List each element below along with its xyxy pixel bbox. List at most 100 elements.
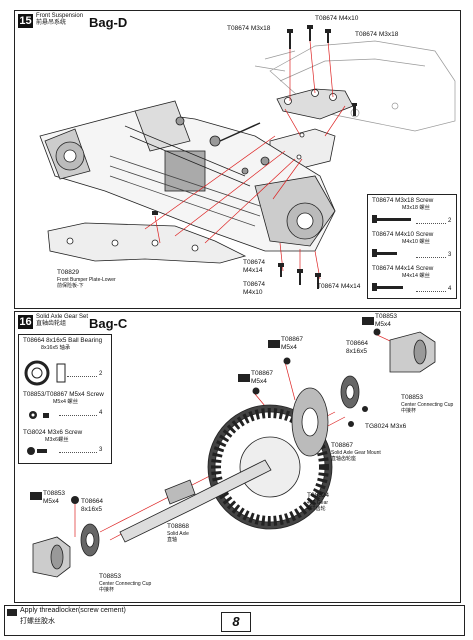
part-qty: 4 bbox=[448, 286, 452, 292]
page-number: 8 bbox=[221, 612, 251, 632]
part-name-cn: 8x16x5 轴承 bbox=[41, 345, 71, 351]
label-t08853-top: T08853 M5x4 bbox=[375, 313, 397, 329]
part-code: T08853 bbox=[43, 490, 66, 497]
part-qty: 3 bbox=[448, 252, 452, 258]
label-t08867-a: T08867 M5x4 bbox=[281, 336, 303, 352]
label-m4x14-a: T08674 M4x14 bbox=[243, 259, 265, 275]
part-row: T08853/T08867 M5x4 Screw M5x4 螺丝 bbox=[23, 391, 104, 406]
footer: Apply threadlocker(screw cement) 打螺丝胶水 8 bbox=[4, 605, 465, 636]
m4x14-a-size: M4x14 bbox=[243, 267, 263, 274]
step-title-cn: 直轴齿轮组 bbox=[36, 321, 67, 327]
label-m4x14-b: T08674 M4x14 bbox=[317, 283, 361, 290]
part-name-cn: M3x18 螺丝 bbox=[402, 205, 430, 211]
part-code: T08867 bbox=[331, 442, 354, 449]
threadlocker-icon bbox=[30, 492, 42, 500]
part-qty: 2 bbox=[448, 218, 452, 224]
part-name: T08853/T08867 M5x4 Screw bbox=[23, 391, 104, 398]
part-name-cn: 直轴 bbox=[167, 537, 178, 543]
part-name-en: Center Connecting Cup bbox=[99, 581, 152, 587]
step-title-en: Front Suspension bbox=[36, 13, 84, 19]
label-m3x18-right: T08674 M3x18 bbox=[355, 31, 399, 38]
part-name: TG8024 M3x6 Screw bbox=[23, 429, 83, 436]
part-code: T08853 bbox=[375, 313, 398, 320]
label-t08853-bottom: T08853 Center Connecting Cup 中接杯 bbox=[99, 573, 151, 593]
part-row: TG8024 M3x6 Screw M3x6螺丝 bbox=[23, 429, 82, 444]
part-row: T08674 M4x10 Screw M4x10 螺丝 bbox=[372, 231, 433, 246]
part-row: T08664 8x16x5 Ball Bearing 8x16x5 轴承 bbox=[23, 337, 102, 352]
part-name-cn: 46T齿轮 bbox=[307, 506, 326, 512]
part-code: T08674 bbox=[372, 197, 394, 204]
part-row: T08674 M4x14 Screw M4x14 螺丝 bbox=[372, 265, 433, 280]
gear-set-illustration bbox=[32, 328, 436, 578]
bumper-name-en: Front Bumper Plate-Lower bbox=[57, 277, 116, 283]
label-t08824: T08824 46T Gear 46T齿轮 bbox=[307, 492, 329, 512]
label-t08853-right: T08853 Center Connecting Cup 中接杯 bbox=[401, 394, 453, 414]
part-qty: 2 bbox=[99, 371, 103, 377]
threadlocker-note-cn: 打螺丝胶水 bbox=[20, 618, 55, 625]
front-suspension-illustration bbox=[39, 25, 456, 289]
part-name-cn: M3x6螺丝 bbox=[45, 437, 69, 443]
step-number: 16 bbox=[18, 315, 33, 329]
step-title: Solid Axle Gear Set 直轴齿轮组 bbox=[36, 314, 88, 328]
bag-label: Bag-C bbox=[89, 316, 128, 331]
part-icons bbox=[24, 360, 66, 455]
part-qty: 3 bbox=[99, 447, 103, 453]
threadlocker-icon bbox=[7, 609, 17, 616]
parts-list-box: T08674 M3x18 Screw M3x18 螺丝 2 T08674 M4x… bbox=[367, 194, 457, 299]
part-code: T08867 bbox=[251, 370, 274, 377]
parts-list-box: T08664 8x16x5 Ball Bearing 8x16x5 轴承 2 T… bbox=[18, 334, 112, 464]
bag-label: Bag-D bbox=[89, 15, 128, 30]
threadlocker-icon bbox=[362, 317, 374, 325]
part-code: T08674 bbox=[372, 265, 394, 272]
part-name-en: Solid Axle bbox=[167, 531, 189, 537]
label-tg8024: TG8024 M3x6 bbox=[365, 423, 407, 430]
threadlocker-icon bbox=[238, 374, 250, 382]
part-name-en: Solid Axle Gear Mount bbox=[331, 450, 381, 456]
part-name-cn: M4x10 螺丝 bbox=[402, 239, 430, 245]
part-name-cn: 中接杯 bbox=[99, 587, 115, 593]
part-name: M3x18 Screw bbox=[395, 197, 434, 204]
label-t08868: T08868 Solid Axle 直轴 bbox=[167, 523, 189, 543]
step-16-panel: 16 Solid Axle Gear Set 直轴齿轮组 Bag-C T0866… bbox=[14, 311, 461, 603]
part-size: M5x4 bbox=[251, 378, 267, 385]
m4x10-b-size: M4x10 bbox=[243, 289, 263, 296]
part-size: M5x4 bbox=[375, 321, 391, 328]
part-size: 8x16x5 bbox=[346, 348, 367, 355]
threadlocker-icon bbox=[268, 340, 280, 348]
step-title: Front Suspension 前悬吊系统 bbox=[36, 13, 83, 27]
part-name-en: Center Connecting Cup bbox=[401, 402, 454, 408]
step-title-en: Solid Axle Gear Set bbox=[36, 314, 89, 320]
label-t08867-b: T08867 M5x4 bbox=[251, 370, 273, 386]
part-size: 8x16x5 bbox=[81, 506, 102, 513]
part-name-en: 46T Gear bbox=[307, 500, 329, 506]
screw-icons bbox=[372, 215, 411, 291]
label-t08664-right: T08664 8x16x5 bbox=[346, 340, 368, 356]
part-qty: 4 bbox=[99, 410, 103, 416]
part-code: T08867 bbox=[281, 336, 304, 343]
label-t08867-mount: T08867 Solid Axle Gear Mount 直轴齿轮座 bbox=[331, 442, 381, 462]
m4x14-a-code: T08674 bbox=[243, 259, 266, 266]
label-m3x18-left: T08674 M3x18 bbox=[227, 25, 271, 32]
part-name-cn: M5x4 螺丝 bbox=[53, 399, 79, 405]
part-code: T08674 bbox=[372, 231, 394, 238]
step-15-panel: 15 Front Suspension 前悬吊系统 Bag-D bbox=[14, 10, 461, 309]
label-m4x10-b: T08674 M4x10 bbox=[243, 281, 265, 297]
part-code: T08868 bbox=[167, 523, 190, 530]
part-code: T08664 bbox=[346, 340, 369, 347]
part-size: M5x4 bbox=[281, 344, 297, 351]
part-row: T08674 M3x18 Screw M3x18 螺丝 bbox=[372, 197, 433, 212]
part-code: T08664 bbox=[81, 498, 104, 505]
part-name: M4x10 Screw bbox=[395, 231, 434, 238]
part-name-cn: 中接杯 bbox=[401, 408, 417, 414]
part-name-cn: M4x14 螺丝 bbox=[402, 273, 430, 279]
part-code: T08824 bbox=[307, 492, 330, 499]
label-m4x10-top: T08674 M4x10 bbox=[315, 15, 359, 22]
part-code: T08853 bbox=[99, 573, 122, 580]
part-name-cn: 直轴齿轮座 bbox=[331, 456, 357, 462]
part-name: M4x14 Screw bbox=[395, 265, 434, 272]
label-t08853-left: T08853 M5x4 bbox=[43, 490, 65, 506]
step-number: 15 bbox=[18, 14, 33, 28]
threadlocker-note-en: Apply threadlocker(screw cement) bbox=[20, 607, 126, 614]
bumper-name-cn: 前保险板-下 bbox=[57, 283, 84, 289]
m4x10-b-code: T08674 bbox=[243, 281, 266, 288]
